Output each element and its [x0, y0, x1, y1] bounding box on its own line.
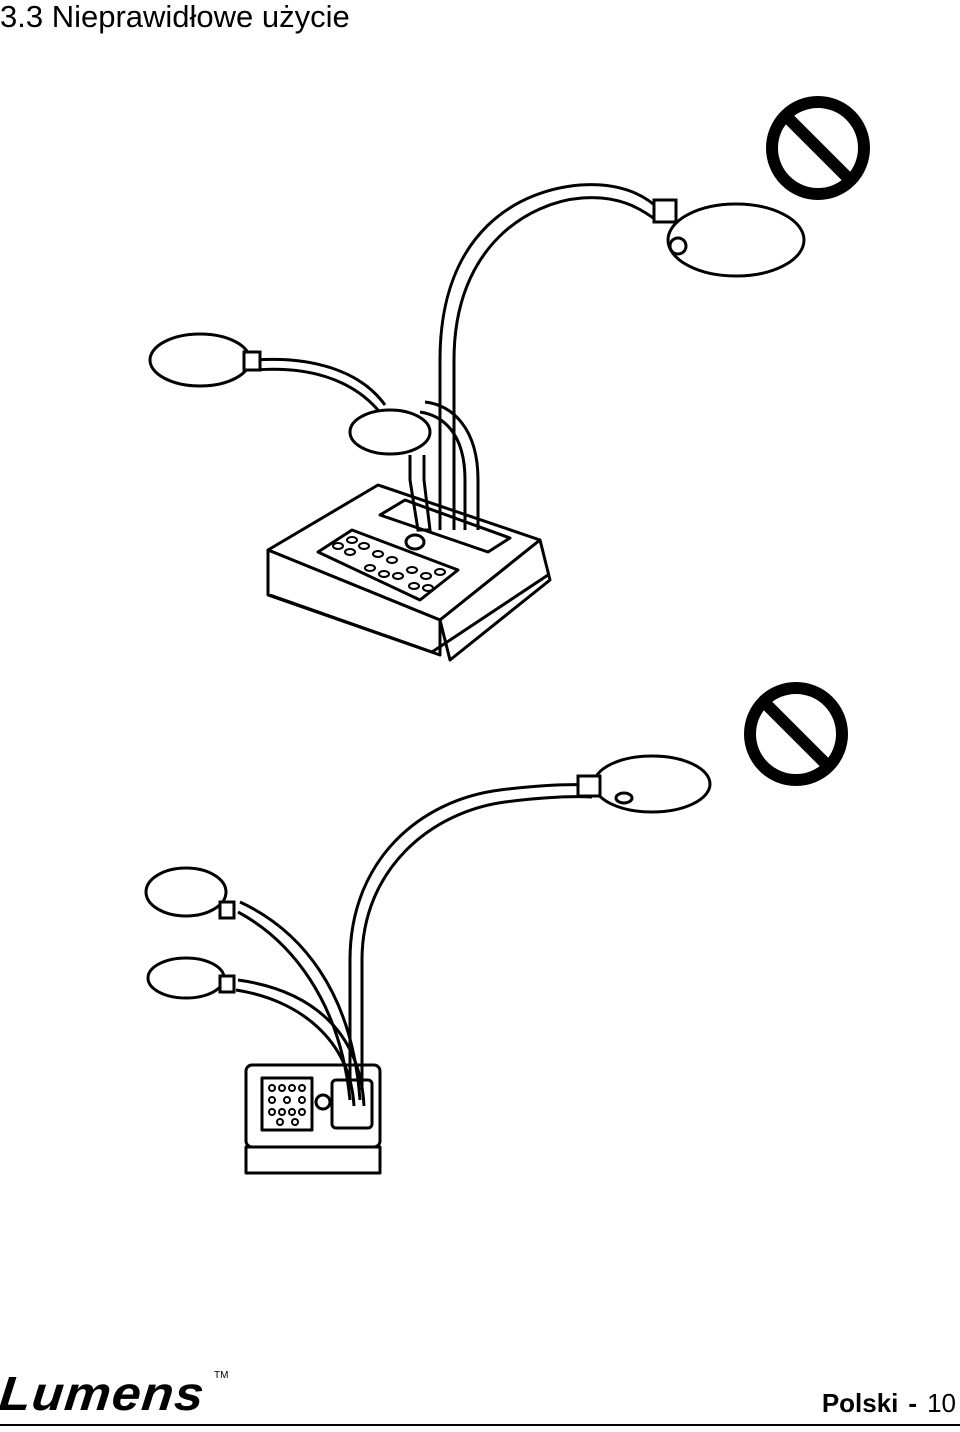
- page-indicator: Polski-10: [822, 1388, 956, 1418]
- lumens-logo: Lumens: [0, 1368, 208, 1421]
- incorrect-use-illustration-bottom: [144, 682, 848, 1175]
- camera-heads: [144, 754, 712, 1000]
- page-title: 3.3 Nieprawidłowe użycie: [0, 0, 350, 34]
- prohibited-icon: [744, 682, 848, 786]
- prohibited-icon: [766, 96, 870, 200]
- incorrect-use-illustration-top: [148, 96, 870, 662]
- page-number: 10: [927, 1388, 956, 1418]
- camera-arms: [254, 183, 662, 532]
- trademark-mark: TM: [214, 1370, 229, 1381]
- language-label: Polski: [821, 1388, 899, 1418]
- camera-base: [266, 483, 552, 662]
- page-footer: Lumens TM Polski-10: [0, 1360, 960, 1432]
- camera-arms: [235, 783, 593, 1107]
- page-separator: -: [908, 1388, 918, 1418]
- camera-base: [244, 1063, 382, 1175]
- footer-divider: [0, 1424, 960, 1426]
- camera-heads: [148, 198, 806, 456]
